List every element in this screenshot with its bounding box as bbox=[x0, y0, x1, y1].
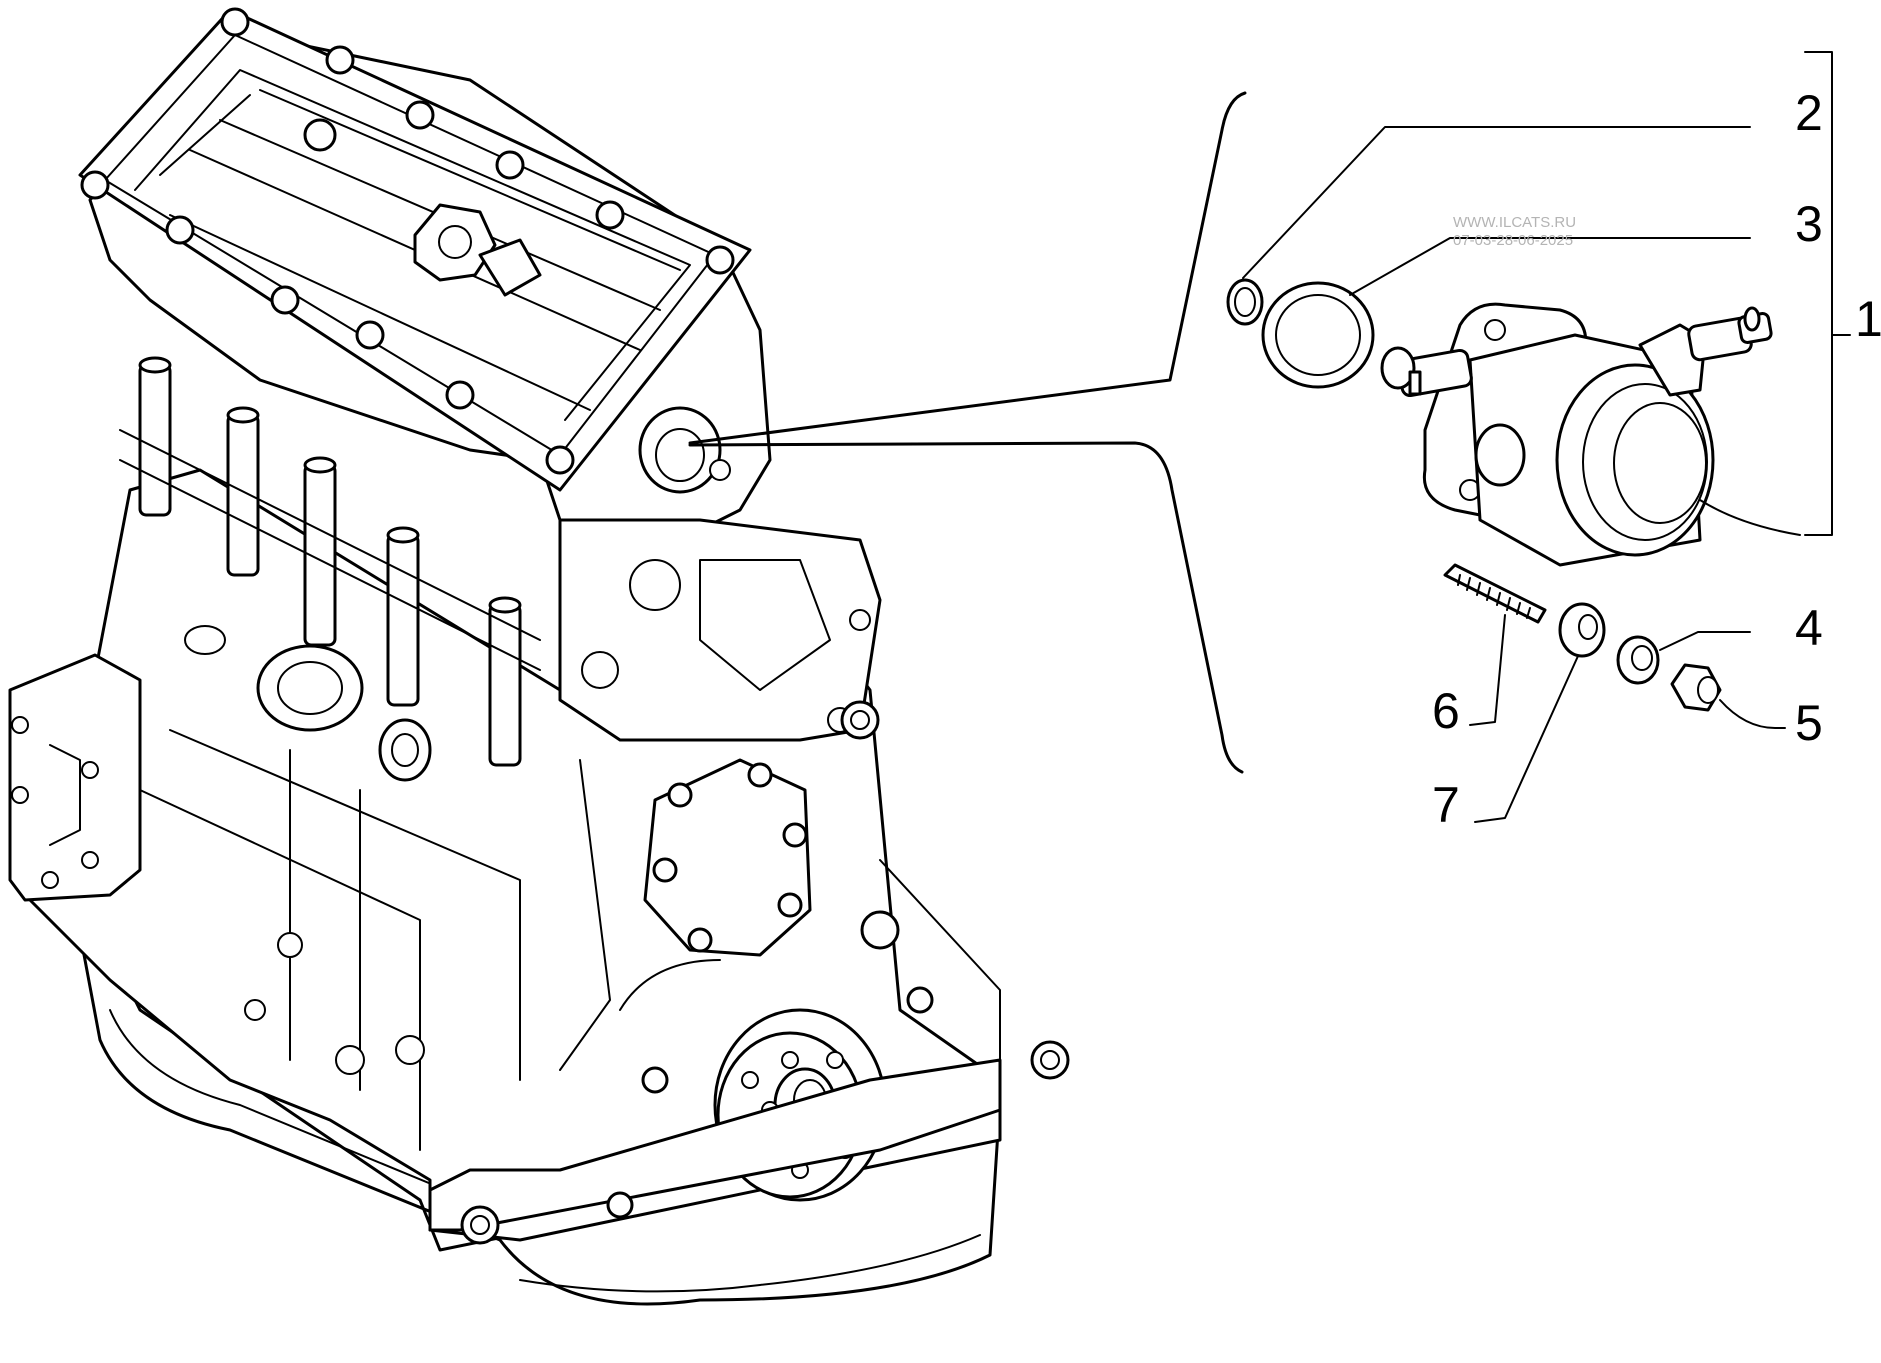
callout-2: 2 bbox=[1795, 85, 1823, 141]
pump-mount-port bbox=[638, 406, 722, 494]
gasket bbox=[1261, 281, 1375, 389]
callout-7: 7 bbox=[1432, 777, 1460, 833]
leader-6 bbox=[1469, 614, 1506, 726]
cover-plate bbox=[643, 758, 812, 957]
nut bbox=[1670, 663, 1722, 712]
oil-filler-cap bbox=[413, 203, 542, 297]
flywheel-flange bbox=[8, 653, 142, 902]
leader-lines bbox=[1242, 51, 1851, 823]
callout-1: 1 bbox=[1855, 291, 1881, 347]
leader-3 bbox=[1349, 237, 1751, 296]
leader-5 bbox=[1719, 699, 1786, 729]
callout-4: 4 bbox=[1795, 600, 1823, 656]
fuel-pump-assembly bbox=[1380, 302, 1773, 567]
outlet-fitting bbox=[1638, 306, 1773, 397]
spring-washer bbox=[1616, 635, 1660, 685]
o-ring-small bbox=[1226, 278, 1264, 326]
callout-6: 6 bbox=[1432, 683, 1460, 739]
callout-3: 3 bbox=[1795, 196, 1823, 252]
leader-4 bbox=[1659, 631, 1751, 651]
leader-1-part bbox=[1699, 499, 1801, 536]
inlet-fitting bbox=[1380, 346, 1473, 398]
callout-5: 5 bbox=[1795, 695, 1823, 751]
oil-pan bbox=[68, 878, 1002, 1306]
injectors bbox=[119, 356, 541, 767]
detail-view-bracket bbox=[688, 91, 1247, 774]
watermark-date: 07-03-28-06-2025 bbox=[1453, 232, 1573, 249]
stud bbox=[1443, 563, 1547, 624]
valve-cover-bolts bbox=[80, 7, 735, 475]
leader-2 bbox=[1242, 126, 1751, 279]
engine-block bbox=[8, 7, 1070, 1306]
leader-7 bbox=[1474, 655, 1579, 823]
washer bbox=[1558, 602, 1606, 658]
water-outlet bbox=[184, 625, 432, 782]
watermark-site: WWW.ILCATS.RU bbox=[1453, 214, 1576, 231]
lower-flange bbox=[428, 700, 1070, 1245]
leader-1-bracket bbox=[1804, 51, 1833, 536]
